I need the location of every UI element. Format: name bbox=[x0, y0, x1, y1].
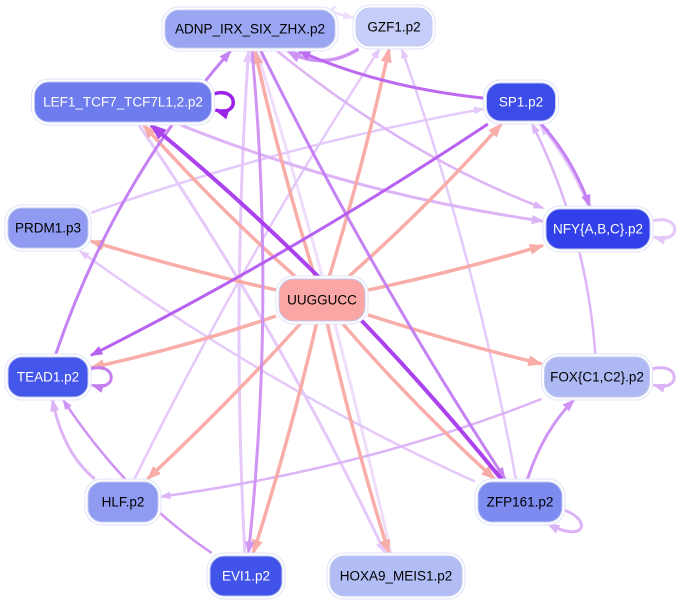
node-hlf[interactable]: HLF.p2 bbox=[84, 478, 162, 526]
edge-zfp161-to-gzf1 bbox=[400, 48, 518, 480]
node-box[interactable] bbox=[329, 555, 463, 597]
node-lef1[interactable]: LEF1_TCF7_TCF7L1,2.p2 bbox=[31, 78, 215, 126]
node-nfy[interactable]: NFY{A,B,C}.p2 bbox=[542, 205, 654, 253]
node-tead1[interactable]: TEAD1.p2 bbox=[4, 353, 92, 401]
node-label: GZF1.p2 bbox=[367, 20, 420, 35]
node-label: SP1.p2 bbox=[499, 95, 543, 110]
node-gzf1[interactable]: GZF1.p2 bbox=[352, 4, 436, 50]
node-hoxa9[interactable]: HOXA9_MEIS1.p2 bbox=[326, 552, 466, 600]
edge-hlf-to-gzf1 bbox=[133, 48, 381, 480]
node-box[interactable] bbox=[544, 356, 650, 398]
edge-adnp-to-evi1 bbox=[245, 50, 265, 555]
edge-adnp-to-nfy bbox=[276, 50, 544, 210]
node-label: ZFP161.p2 bbox=[487, 495, 554, 510]
edge-nfy-to-sp1 bbox=[538, 123, 590, 207]
edge-zfp161-to-fox bbox=[526, 398, 575, 480]
node-box[interactable] bbox=[7, 356, 89, 398]
edge-uug-to-lef1 bbox=[142, 123, 296, 278]
node-label: UUGGUCC bbox=[287, 293, 357, 308]
node-label: HLF.p2 bbox=[102, 495, 145, 510]
self-loop-tead1 bbox=[89, 366, 113, 393]
node-fox[interactable]: FOX{C1,C2}.p2 bbox=[541, 353, 653, 401]
self-loop-fox bbox=[651, 366, 676, 393]
edge-adnp-to-zfp161 bbox=[259, 50, 507, 481]
edge-sp1-to-adnp bbox=[297, 49, 484, 100]
edge-uug-to-hlf bbox=[146, 322, 302, 481]
node-label: EVI1.p2 bbox=[222, 569, 270, 584]
node-box[interactable] bbox=[34, 81, 212, 123]
node-uug[interactable]: UUGGUCC bbox=[275, 275, 369, 325]
edge-sp1-to-nfy bbox=[540, 122, 592, 208]
node-box[interactable] bbox=[164, 9, 336, 49]
node-label: PRDM1.p3 bbox=[15, 221, 81, 236]
node-label: LEF1_TCF7_TCF7L1,2.p2 bbox=[43, 95, 203, 110]
edge-uug-to-sp1 bbox=[348, 122, 503, 278]
node-label: HOXA9_MEIS1.p2 bbox=[340, 569, 453, 584]
node-sp1[interactable]: SP1.p2 bbox=[483, 79, 559, 125]
node-label: NFY{A,B,C}.p2 bbox=[553, 222, 643, 237]
edge-uug-to-evi1 bbox=[251, 323, 319, 555]
edge-evi1-to-tead1 bbox=[62, 399, 213, 555]
node-box[interactable] bbox=[87, 481, 159, 523]
node-box[interactable] bbox=[7, 207, 89, 249]
node-box[interactable] bbox=[545, 208, 651, 250]
node-label: ADNP_IRX_SIX_ZHX.p2 bbox=[175, 22, 325, 37]
edge-sp1-to-tead1 bbox=[89, 122, 489, 357]
node-box[interactable] bbox=[209, 555, 283, 597]
node-zfp161[interactable]: ZFP161.p2 bbox=[474, 478, 566, 526]
node-label: TEAD1.p2 bbox=[17, 370, 79, 385]
edge-uug-to-nfy bbox=[367, 243, 545, 292]
edge-zfp161-to-prdm1 bbox=[78, 249, 476, 483]
self-loop-lef1 bbox=[212, 90, 235, 120]
edge-evi1-to-adnp bbox=[237, 49, 253, 554]
node-box[interactable] bbox=[477, 481, 563, 523]
edge-lef1-to-hoxa9 bbox=[137, 124, 387, 555]
edge-uug-to-gzf1 bbox=[327, 47, 392, 277]
edge-uug-to-prdm1 bbox=[89, 239, 277, 292]
node-box[interactable] bbox=[355, 7, 433, 47]
edge-hlf-to-tead1 bbox=[50, 398, 96, 481]
edge-uug-to-tead1 bbox=[89, 314, 277, 371]
node-adnp[interactable]: ADNP_IRX_SIX_ZHX.p2 bbox=[161, 6, 339, 52]
node-label: FOX{C1,C2}.p2 bbox=[550, 370, 644, 385]
self-loop-nfy bbox=[651, 218, 677, 245]
self-loop-zfp161 bbox=[546, 508, 583, 534]
edge-uug-to-hoxa9 bbox=[325, 323, 391, 555]
node-evi1[interactable]: EVI1.p2 bbox=[206, 552, 286, 600]
edge-uug-to-adnp bbox=[252, 49, 317, 277]
edge-prdm1-to-sp1 bbox=[90, 106, 485, 214]
node-box[interactable] bbox=[278, 278, 366, 322]
edge-uug-to-zfp161 bbox=[341, 322, 496, 481]
node-prdm1[interactable]: PRDM1.p3 bbox=[4, 204, 92, 252]
edge-uug-to-fox bbox=[367, 313, 543, 367]
node-box[interactable] bbox=[486, 82, 556, 122]
